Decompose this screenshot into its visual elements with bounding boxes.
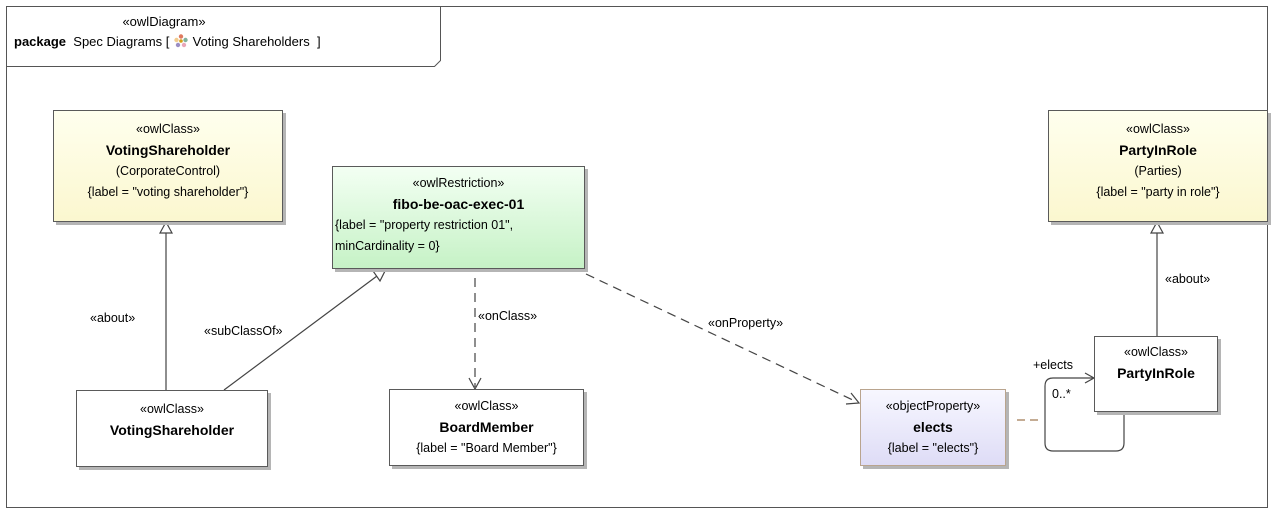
package-label: (Parties) [1134, 164, 1182, 178]
stereotype-label: «owlClass» [1124, 345, 1188, 359]
diagram-kind-keyword: package [14, 34, 67, 49]
multiplicity-label: 0..* [1052, 387, 1071, 401]
class-name: PartyInRole [1117, 365, 1195, 381]
subclassof-line[interactable] [223, 275, 378, 391]
diagram-stereotype: «owlDiagram» [122, 14, 206, 29]
about-left-label: «about» [90, 311, 136, 325]
diagram-title-name: Voting Shareholders [192, 34, 310, 49]
onproperty-label: «onProperty» [708, 316, 784, 330]
onclass-label: «onClass» [478, 309, 538, 323]
class-voting-shareholder-bottom[interactable]: «owlClass» VotingShareholder [76, 390, 268, 467]
about-right-arrowhead [1149, 220, 1165, 234]
onproperty-arrowhead [845, 392, 861, 405]
class-party-in-role-top[interactable]: «owlClass» PartyInRole (Parties) {label … [1048, 110, 1268, 222]
class-name: VotingShareholder [109, 422, 235, 438]
tagged-values-line-2: minCardinality = 0} [335, 239, 440, 253]
class-name: PartyInRole [1119, 142, 1197, 158]
self-association-loop[interactable] [1044, 377, 1125, 452]
class-board-member[interactable]: «owlClass» BoardMember {label = "Board M… [389, 389, 584, 466]
onproperty-line[interactable] [585, 273, 858, 403]
tagged-values: {label = "voting shareholder"} [87, 185, 249, 199]
class-voting-shareholder-top[interactable]: «owlClass» VotingShareholder (CorporateC… [53, 110, 283, 222]
stereotype-label: «objectProperty» [885, 399, 981, 413]
tagged-values: {label = "elects"} [887, 441, 979, 455]
about-right-label: «about» [1165, 272, 1211, 286]
class-name: VotingShareholder [105, 142, 231, 158]
role-name-label: +elects [1033, 358, 1073, 372]
diagram-title-prefix: Spec Diagrams [ [73, 34, 170, 49]
subclassof-label: «subClassOf» [204, 324, 283, 338]
class-name: BoardMember [439, 419, 534, 435]
diagram-title: package Spec Diagrams [ Voting Sharehold… [14, 33, 434, 49]
about-left-arrowhead [158, 220, 174, 234]
class-party-in-role-bottom[interactable]: «owlClass» PartyInRole [1094, 336, 1218, 412]
stereotype-label: «owlRestriction» [412, 176, 505, 190]
stereotype-label: «owlClass» [136, 122, 200, 136]
diagram-title-suffix: ] [316, 34, 321, 49]
restriction-fibo-be-oac-exec-01[interactable]: «owlRestriction» fibo-be-oac-exec-01 {la… [332, 166, 585, 269]
subclassof-arrowhead [371, 268, 388, 283]
property-name: elects [913, 419, 953, 435]
package-label: (CorporateControl) [115, 164, 221, 178]
flower-icon [174, 34, 188, 48]
frame-tab [6, 6, 441, 67]
tagged-values: {label = "Board Member"} [416, 441, 557, 455]
stereotype-label: «owlClass» [454, 399, 519, 413]
tagged-values: {label = "party in role"} [1096, 185, 1220, 199]
stereotype-label: «owlClass» [1126, 122, 1190, 136]
restriction-name: fibo-be-oac-exec-01 [392, 196, 525, 212]
object-property-elects[interactable]: «objectProperty» elects {label = "elects… [860, 389, 1006, 466]
stereotype-label: «owlClass» [140, 402, 204, 416]
tagged-values-line-1: {label = "property restriction 01", [335, 218, 514, 232]
